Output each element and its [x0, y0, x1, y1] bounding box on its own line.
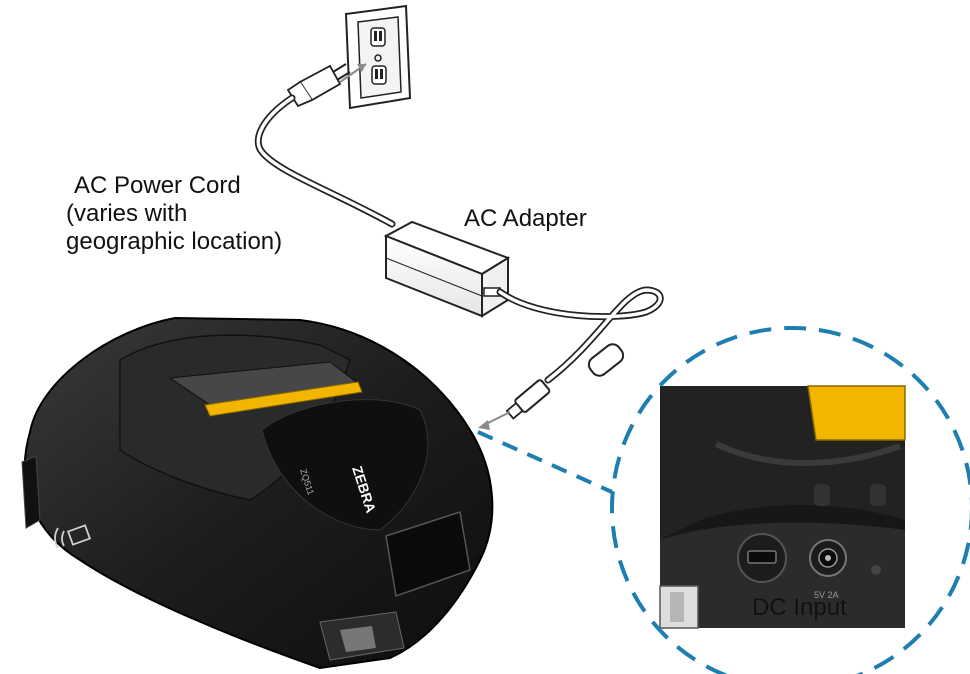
ac-power-cord-label-line-2: (varies with	[66, 200, 188, 228]
dc-input-inset: 5V 2A	[612, 330, 970, 674]
usb-port-icon	[737, 533, 787, 583]
ac-adapter	[383, 220, 511, 318]
ac-power-cord-label-line-3: geographic location)	[66, 228, 283, 256]
port-marking: 5V 2A	[814, 590, 839, 600]
ac-adapter-label: AC Adapter	[464, 205, 587, 232]
nfc-icon	[54, 524, 92, 549]
mobile-printer: ZEBRA ZQ511	[21, 316, 494, 670]
ferrite-bead	[587, 343, 625, 377]
wall-outlet-icon	[344, 4, 412, 110]
yellow-latch	[807, 385, 906, 441]
callout-leader	[477, 430, 613, 494]
dc-jack-icon	[809, 539, 847, 577]
tear-bar-yellow	[204, 381, 363, 417]
ac-power-cord-label: AC Power Cord (varies with geographic lo…	[66, 172, 282, 256]
ac-power-cord-label-line-1: AC Power Cord	[74, 172, 241, 199]
callout-ring	[610, 326, 970, 674]
ac-plug	[286, 63, 367, 108]
dc-input-label: DC Input	[752, 594, 847, 621]
dc-barrel-connector	[505, 379, 551, 420]
